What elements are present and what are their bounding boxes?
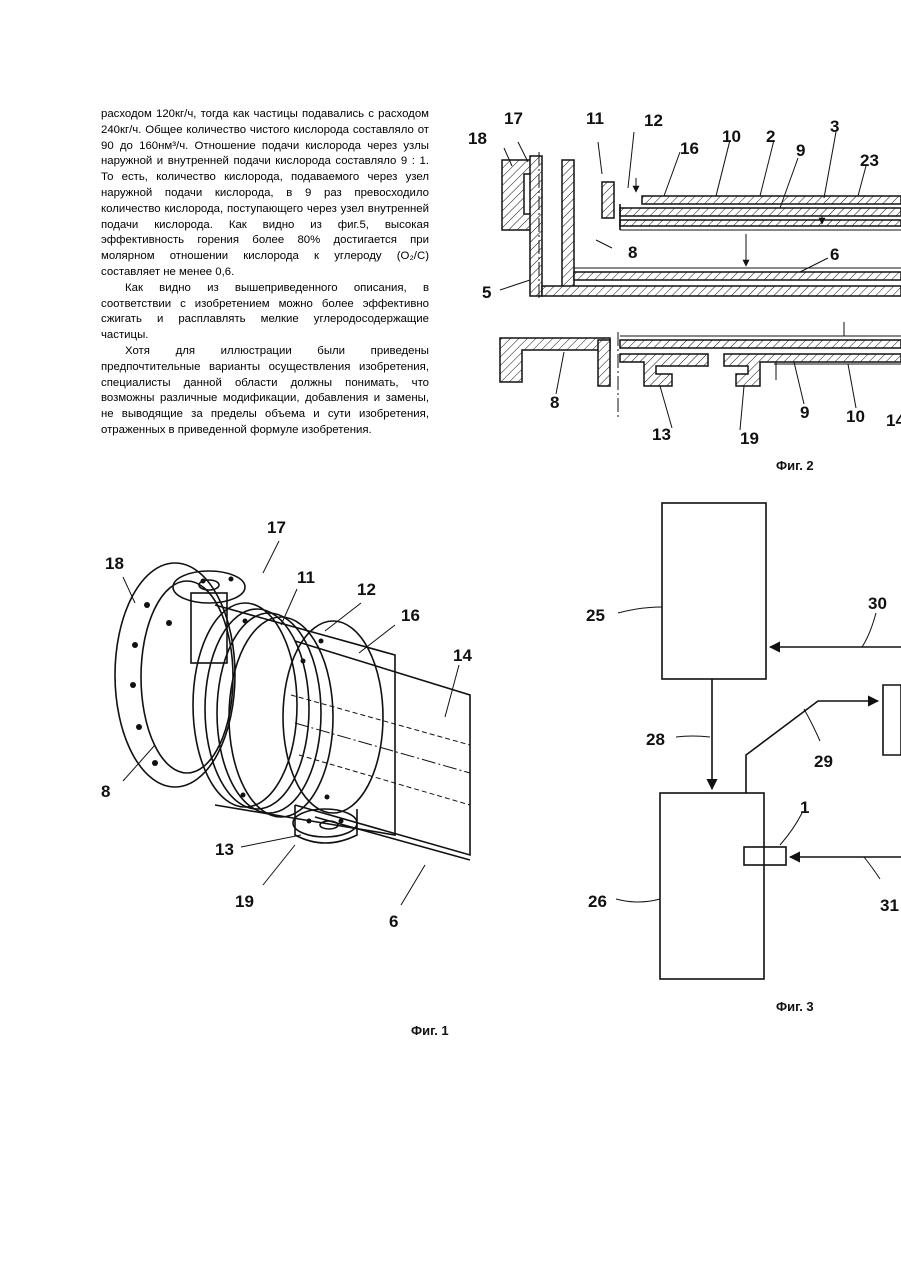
fig3-label: 25 — [586, 606, 605, 625]
fig1-label: 17 — [267, 518, 286, 537]
body-text: расходом 120кг/ч, тогда как частицы пода… — [101, 107, 429, 439]
block-25 — [662, 503, 766, 679]
fig3-caption: Фиг. 3 — [776, 999, 814, 1014]
block-26 — [660, 793, 764, 979]
figure-3: 25 30 28 29 1 26 31 Фиг. 3 — [580, 495, 901, 1025]
fig3-label: 31 — [880, 896, 899, 915]
fig1-leaders — [123, 541, 459, 905]
fig2-drawing — [500, 152, 901, 418]
fig2-label: 10 — [846, 407, 865, 426]
fig2-label: 11 — [586, 109, 604, 128]
fig3-drawing — [660, 503, 901, 979]
fig3-label: 26 — [588, 892, 607, 911]
fig3-label: 1 — [800, 798, 809, 817]
fig2-leaders — [500, 132, 866, 430]
fig1-label: 11 — [297, 568, 315, 587]
paragraph-1: расходом 120кг/ч, тогда как частицы пода… — [101, 107, 429, 281]
fig1-label: 8 — [101, 782, 110, 801]
figure-1: 17 18 11 12 16 14 8 13 19 6 Фиг. 1 — [95, 505, 470, 1045]
fig2-label: 3 — [830, 117, 839, 136]
fig2-label: 13 — [652, 425, 671, 444]
fig1-label: 19 — [235, 892, 254, 911]
fig2-label: 14 — [886, 411, 901, 430]
fig2-label: 8 — [550, 393, 559, 412]
fig1-label: 14 — [453, 646, 472, 665]
figure-2: 17 11 12 18 16 10 2 3 9 23 8 6 5 8 13 9 … — [460, 100, 901, 480]
paragraph-2: Как видно из вышеприведенного описания, … — [101, 281, 429, 344]
block-right — [883, 685, 901, 755]
fig2-label: 9 — [800, 403, 809, 422]
fig2-label: 8 — [628, 243, 637, 262]
fig2-label: 19 — [740, 429, 759, 448]
fig2-label: 10 — [722, 127, 741, 146]
element-1 — [744, 847, 786, 865]
fig1-label: 13 — [215, 840, 234, 859]
fig1-label: 18 — [105, 554, 124, 573]
fig2-label: 23 — [860, 151, 879, 170]
fig2-label: 16 — [680, 139, 699, 158]
fig2-label: 12 — [644, 111, 663, 130]
paragraph-3: Хотя для иллюстрации были приведены пред… — [101, 344, 429, 439]
fig2-caption: Фиг. 2 — [776, 458, 814, 473]
fig1-caption: Фиг. 1 — [411, 1023, 449, 1038]
fig1-label: 16 — [401, 606, 420, 625]
fig2-label: 9 — [796, 141, 805, 160]
fig1-label: 6 — [389, 912, 398, 931]
fig2-label: 17 — [504, 109, 523, 128]
fig2-label: 5 — [482, 283, 491, 302]
fig2-label: 18 — [468, 129, 487, 148]
fig3-labels: 25 30 28 29 1 26 31 Фиг. 3 — [586, 594, 899, 1014]
fig3-label: 30 — [868, 594, 887, 613]
fig3-label: 28 — [646, 730, 665, 749]
fig2-label: 6 — [830, 245, 839, 264]
fig1-labels: 17 18 11 12 16 14 8 13 19 6 Фиг. 1 — [101, 518, 472, 1038]
fig1-label: 12 — [357, 580, 376, 599]
fig3-label: 29 — [814, 752, 833, 771]
fig2-label: 2 — [766, 127, 775, 146]
